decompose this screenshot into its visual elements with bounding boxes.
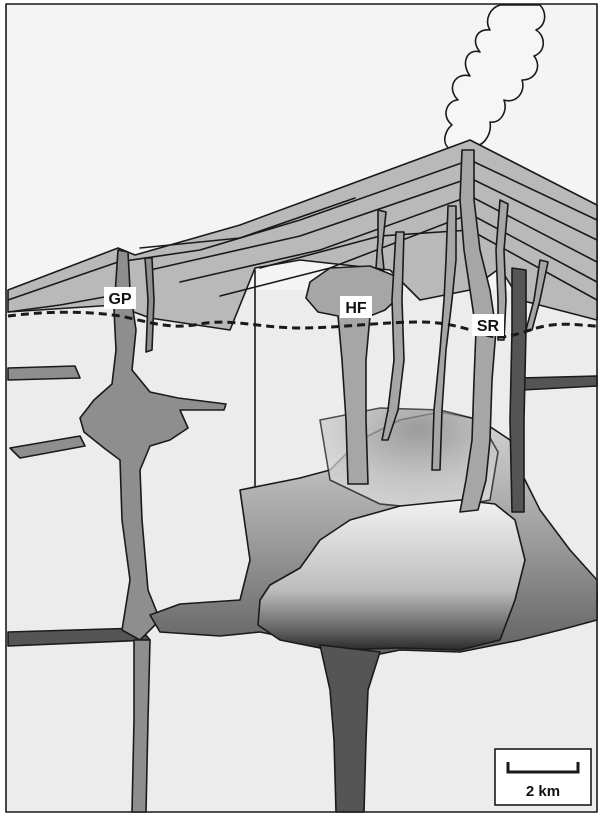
- label-hf-text: HF: [345, 300, 367, 317]
- sill-left-upper: [8, 366, 80, 380]
- label-sr: SR: [472, 314, 504, 336]
- label-gp-text: GP: [108, 291, 131, 308]
- label-hf: HF: [340, 296, 372, 318]
- label-sr-text: SR: [477, 318, 500, 335]
- sr-conduit-dark: [510, 268, 526, 512]
- label-gp: GP: [104, 287, 136, 309]
- scale-bar: 2 km: [495, 749, 591, 805]
- scale-bar-label: 2 km: [526, 783, 560, 800]
- left-deep-conduit: [132, 640, 150, 812]
